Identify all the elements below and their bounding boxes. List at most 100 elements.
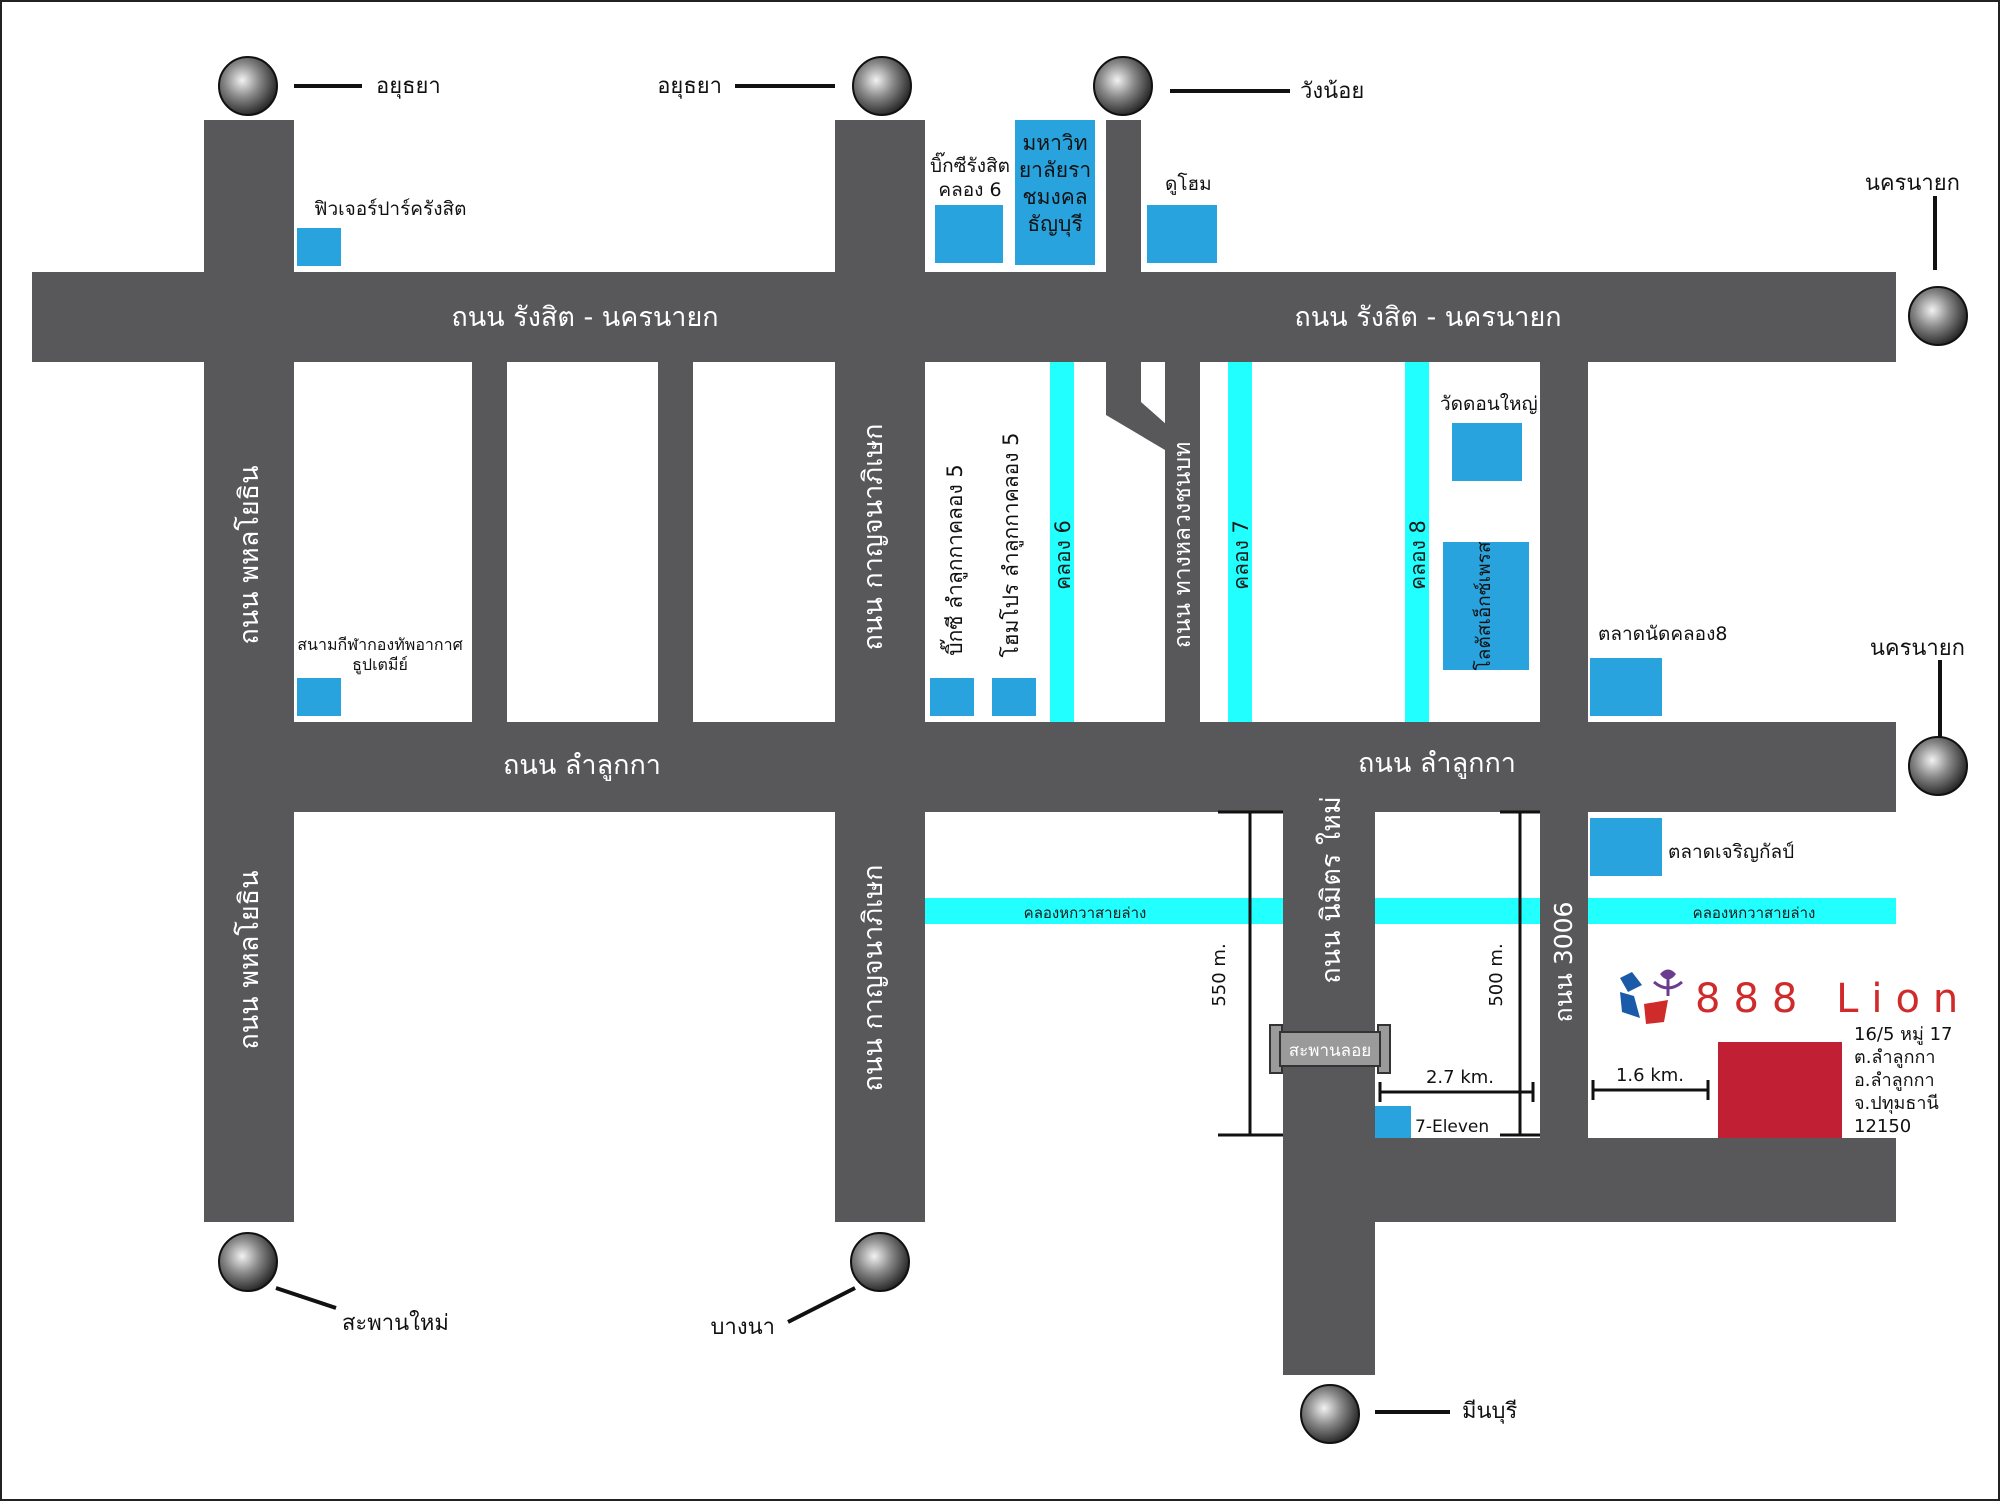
canal-hakwa-mid <box>1375 898 1540 924</box>
homepro-box <box>992 678 1036 716</box>
road-label-rangsit-east: ถนน รังสิต - นครนายก <box>1294 302 1561 333</box>
road-label-kanchanaphisek-north: ถนน กาญจนาภิเษก <box>858 424 889 651</box>
dir-label-nakhonnayok-2: นครนายก <box>1870 636 1965 661</box>
label-rmutt-line1: มหาวิท <box>1022 131 1087 155</box>
road-soi-b <box>658 360 693 725</box>
destination-address: 16/5 หมู่ 17 ต.ลำลูกกา อ.ลำลูกกา จ.ปทุมธ… <box>1854 1024 1953 1137</box>
distance-label-1-6km: 1.6 km. <box>1616 1065 1684 1086</box>
road-phahonyothin <box>204 120 294 1222</box>
label-stadium-line2: ธูปเตมีย์ <box>352 655 408 675</box>
road-rangsit-nakhonnayok <box>32 272 1896 362</box>
label-wat-don-yai: วัดดอนใหญ่ <box>1440 393 1538 415</box>
canal-label-hakwa-east: คลองหกวาสายล่าง <box>1693 904 1816 922</box>
direction-ball-nakhonnayok-2 <box>1908 736 1968 796</box>
distance-label-2-7km: 2.7 km. <box>1426 1067 1494 1088</box>
address-line5: 12150 <box>1854 1116 1911 1137</box>
roads <box>32 120 1896 1375</box>
canal-hakwa-west <box>925 898 1283 924</box>
direction-markers <box>218 56 1968 1444</box>
brand-name: 888 Lion <box>1695 976 1971 1022</box>
direction-labels: อยุธยา อยุธยา วังน้อย นครนายก นครนายก สะ… <box>342 74 1965 1424</box>
road-soi-a <box>472 360 507 725</box>
address-line1: 16/5 หมู่ 17 <box>1854 1024 1953 1045</box>
lotus-express-box <box>1443 542 1529 670</box>
dir-label-min-buri: มีนบุรี <box>1462 1399 1518 1424</box>
road-3006 <box>1540 810 1588 1140</box>
road-nimit-mai <box>1283 810 1375 1375</box>
road-label-3006: ถนน 3006 <box>1549 902 1578 1023</box>
label-talat-khlong8: ตลาดนัดคลอง8 <box>1598 623 1727 645</box>
label-rmutt-line3: ชมงคล <box>1022 185 1087 209</box>
direction-ball-saphan-mai <box>218 1232 278 1292</box>
dir-label-saphan-mai: สะพานใหม่ <box>342 1310 449 1336</box>
road-label-rangsit-west: ถนน รังสิต - นครนายก <box>451 302 718 333</box>
label-talat-charoen: ตลาดเจริญกัลป์ <box>1668 841 1794 863</box>
label-lotus-express: โลตัสเอ็กซ์เพรส <box>1471 541 1495 670</box>
label-homepro: โฮมโปร ลำลูกกาคลอง 5 <box>999 432 1024 657</box>
bridge-icon: สะพานลอย <box>1269 1024 1391 1074</box>
canal-label-hakwa-west: คลองหกวาสายล่าง <box>1024 904 1147 922</box>
road-lamlukka <box>204 722 1896 812</box>
canal-labels: คลอง 6 คลอง 7 คลอง 8 คลองหกวาสายล่าง คลอ… <box>1024 520 1816 922</box>
talat-khlong8-box <box>1590 658 1662 716</box>
road-label-phahonyothin-south: ถนน พหลโยธิน <box>234 870 265 1049</box>
label-stadium-line1: สนามกีฬากองทัพอากาศ <box>297 635 462 654</box>
distance-label-500: 500 m. <box>1486 943 1507 1006</box>
road-highway-diagonal <box>1106 360 1175 450</box>
dir-label-nakhonnayok-1: นครนายก <box>1865 171 1960 196</box>
label-rmutt-line2: ยาลัยรา <box>1019 158 1091 182</box>
brand-logo: 888 Lion <box>1620 969 1971 1024</box>
label-future-park: ฟิวเจอร์ปาร์ครังสิต <box>314 198 466 220</box>
road-nimit-junction <box>1283 1138 1896 1222</box>
canal-label-khlong8: คลอง 8 <box>1406 520 1430 590</box>
dir-label-bang-na: บางนา <box>711 1315 775 1340</box>
road-label-phahonyothin-north: ถนน พหลโยธิน <box>234 465 265 644</box>
bridge-label: สะพานลอย <box>1289 1041 1371 1061</box>
future-park-box <box>297 228 341 266</box>
road-labels: ถนน รังสิต - นครนายก ถนน รังสิต - นครนาย… <box>234 302 1578 1091</box>
road-label-kanchanaphisek-south: ถนน กาญจนาภิเษก <box>858 865 889 1092</box>
canal-khlong6 <box>1050 362 1074 722</box>
canal-label-khlong6: คลอง 6 <box>1051 520 1075 590</box>
direction-ball-bang-na <box>850 1232 910 1292</box>
dir-label-wang-noi: วังน้อย <box>1300 79 1364 104</box>
canal-khlong8 <box>1405 362 1429 722</box>
dohome-box <box>1147 205 1217 263</box>
stadium-box <box>297 678 341 716</box>
direction-ball-ayutthaya-1 <box>218 56 278 116</box>
distance-markers <box>1218 810 1710 1137</box>
road-label-lamlukka-east: ถนน ลำลูกกา <box>1358 748 1516 779</box>
label-dohome: ดูโฮม <box>1165 172 1212 195</box>
address-line3: อ.ลำลูกกา <box>1854 1070 1935 1091</box>
bigc-lamlukka-box <box>930 678 974 716</box>
address-line4: จ.ปทุมธานี <box>1854 1093 1939 1114</box>
bigc-rangsit-box <box>935 205 1003 263</box>
dir-label-ayutthaya-1: อยุธยา <box>376 74 441 99</box>
canal-label-khlong7: คลอง 7 <box>1229 520 1253 590</box>
road-kanchanaphisek <box>835 120 925 1222</box>
direction-ball-wang-noi <box>1093 56 1153 116</box>
label-rmutt-line4: ธัญบุรี <box>1027 212 1082 237</box>
address-line2: ต.ลำลูกกา <box>1854 1047 1935 1068</box>
rmutt-box <box>1015 120 1095 265</box>
label-bigc-lamlukka: บิ๊กซี ลำลูกกาคลอง 5 <box>939 464 968 656</box>
place-boxes <box>297 120 1662 1138</box>
road-label-nimit-mai: ถนน นิมิตร ใหม่ <box>1315 796 1347 984</box>
road-label-highway: ถนน ทางหลวงชนบท <box>1170 442 1196 648</box>
distance-label-550: 550 m. <box>1209 943 1230 1006</box>
seven-eleven-box <box>1375 1106 1411 1138</box>
road-rangsit-spur <box>1106 120 1141 275</box>
label-bigc-rangsit-line1: บิ๊กซีรังสิต <box>930 152 1010 177</box>
road-highway <box>1165 360 1200 725</box>
dir-label-ayutthaya-2: อยุธยา <box>657 74 722 99</box>
wat-don-yai-box <box>1452 423 1522 481</box>
destination-marker <box>1718 1042 1842 1138</box>
road-3006-north <box>1540 360 1588 725</box>
talat-charoen-box <box>1590 818 1662 876</box>
direction-ball-nakhonnayok-1 <box>1908 286 1968 346</box>
label-seven-eleven: 7-Eleven <box>1415 1117 1489 1137</box>
canal-khlong7 <box>1228 362 1252 722</box>
place-labels: ฟิวเจอร์ปาร์ครังสิต บิ๊กซีรังสิต คลอง 6 … <box>297 131 1794 1137</box>
canal-hakwa-east <box>1588 898 1896 924</box>
